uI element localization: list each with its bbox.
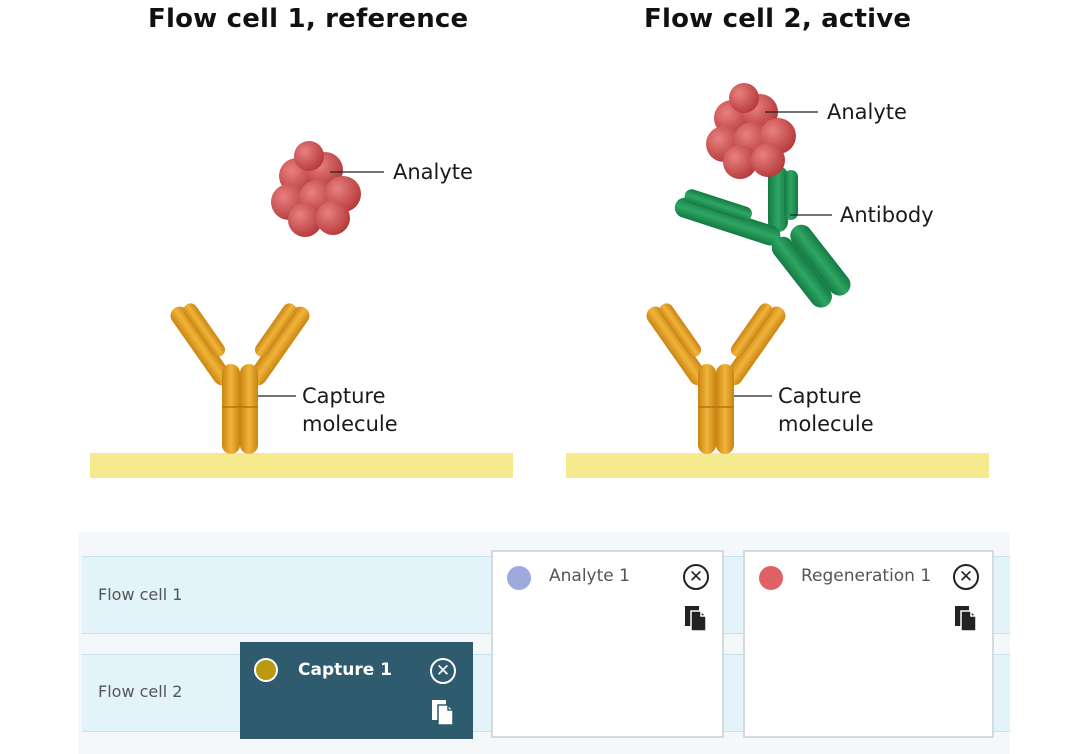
capture-color-dot	[254, 658, 278, 682]
reference-capture-molecule	[166, 296, 314, 455]
regeneration-step-label: Regeneration 1	[801, 566, 932, 586]
capture-step-card[interactable]: Capture 1 ✕	[240, 642, 473, 739]
active-antibody-label: Antibody	[840, 203, 934, 227]
active-capture-molecule	[642, 296, 790, 455]
reference-capture-label-line2: molecule	[302, 412, 398, 436]
capture-step-label: Capture 1	[298, 660, 393, 680]
active-sensor-surface	[566, 453, 989, 478]
binding-illustration: Analyte Capture molecule Analyte Antibod…	[90, 83, 989, 478]
analyte-color-dot	[507, 566, 531, 590]
flow-cell-row-2-label: Flow cell 2	[98, 682, 183, 701]
analyte-step-label: Analyte 1	[549, 566, 630, 586]
regeneration-step-card[interactable]: Regeneration 1 ✕	[743, 550, 994, 738]
active-panel-title: Flow cell 2, active	[644, 4, 912, 34]
active-antibody	[674, 166, 851, 308]
capture-copy-icon[interactable]	[431, 696, 455, 726]
reference-sensor-surface	[90, 453, 513, 478]
regeneration-close-icon[interactable]: ✕	[953, 564, 979, 590]
reference-analyte-label: Analyte	[393, 160, 473, 184]
analyte-close-icon[interactable]: ✕	[683, 564, 709, 590]
flow-cell-row-1-label: Flow cell 1	[98, 585, 183, 604]
analyte-copy-icon[interactable]	[684, 602, 708, 632]
regeneration-color-dot	[759, 566, 783, 590]
regeneration-copy-icon[interactable]	[954, 602, 978, 632]
analyte-step-card[interactable]: Analyte 1 ✕	[491, 550, 724, 738]
active-analyte	[706, 83, 796, 179]
reference-analyte	[271, 141, 361, 237]
active-capture-label-line2: molecule	[778, 412, 874, 436]
capture-close-icon[interactable]: ✕	[430, 658, 456, 684]
active-analyte-label: Analyte	[827, 100, 907, 124]
active-capture-label-line1: Capture	[778, 384, 862, 408]
reference-capture-label-line1: Capture	[302, 384, 386, 408]
reference-panel-title: Flow cell 1, reference	[148, 4, 469, 34]
